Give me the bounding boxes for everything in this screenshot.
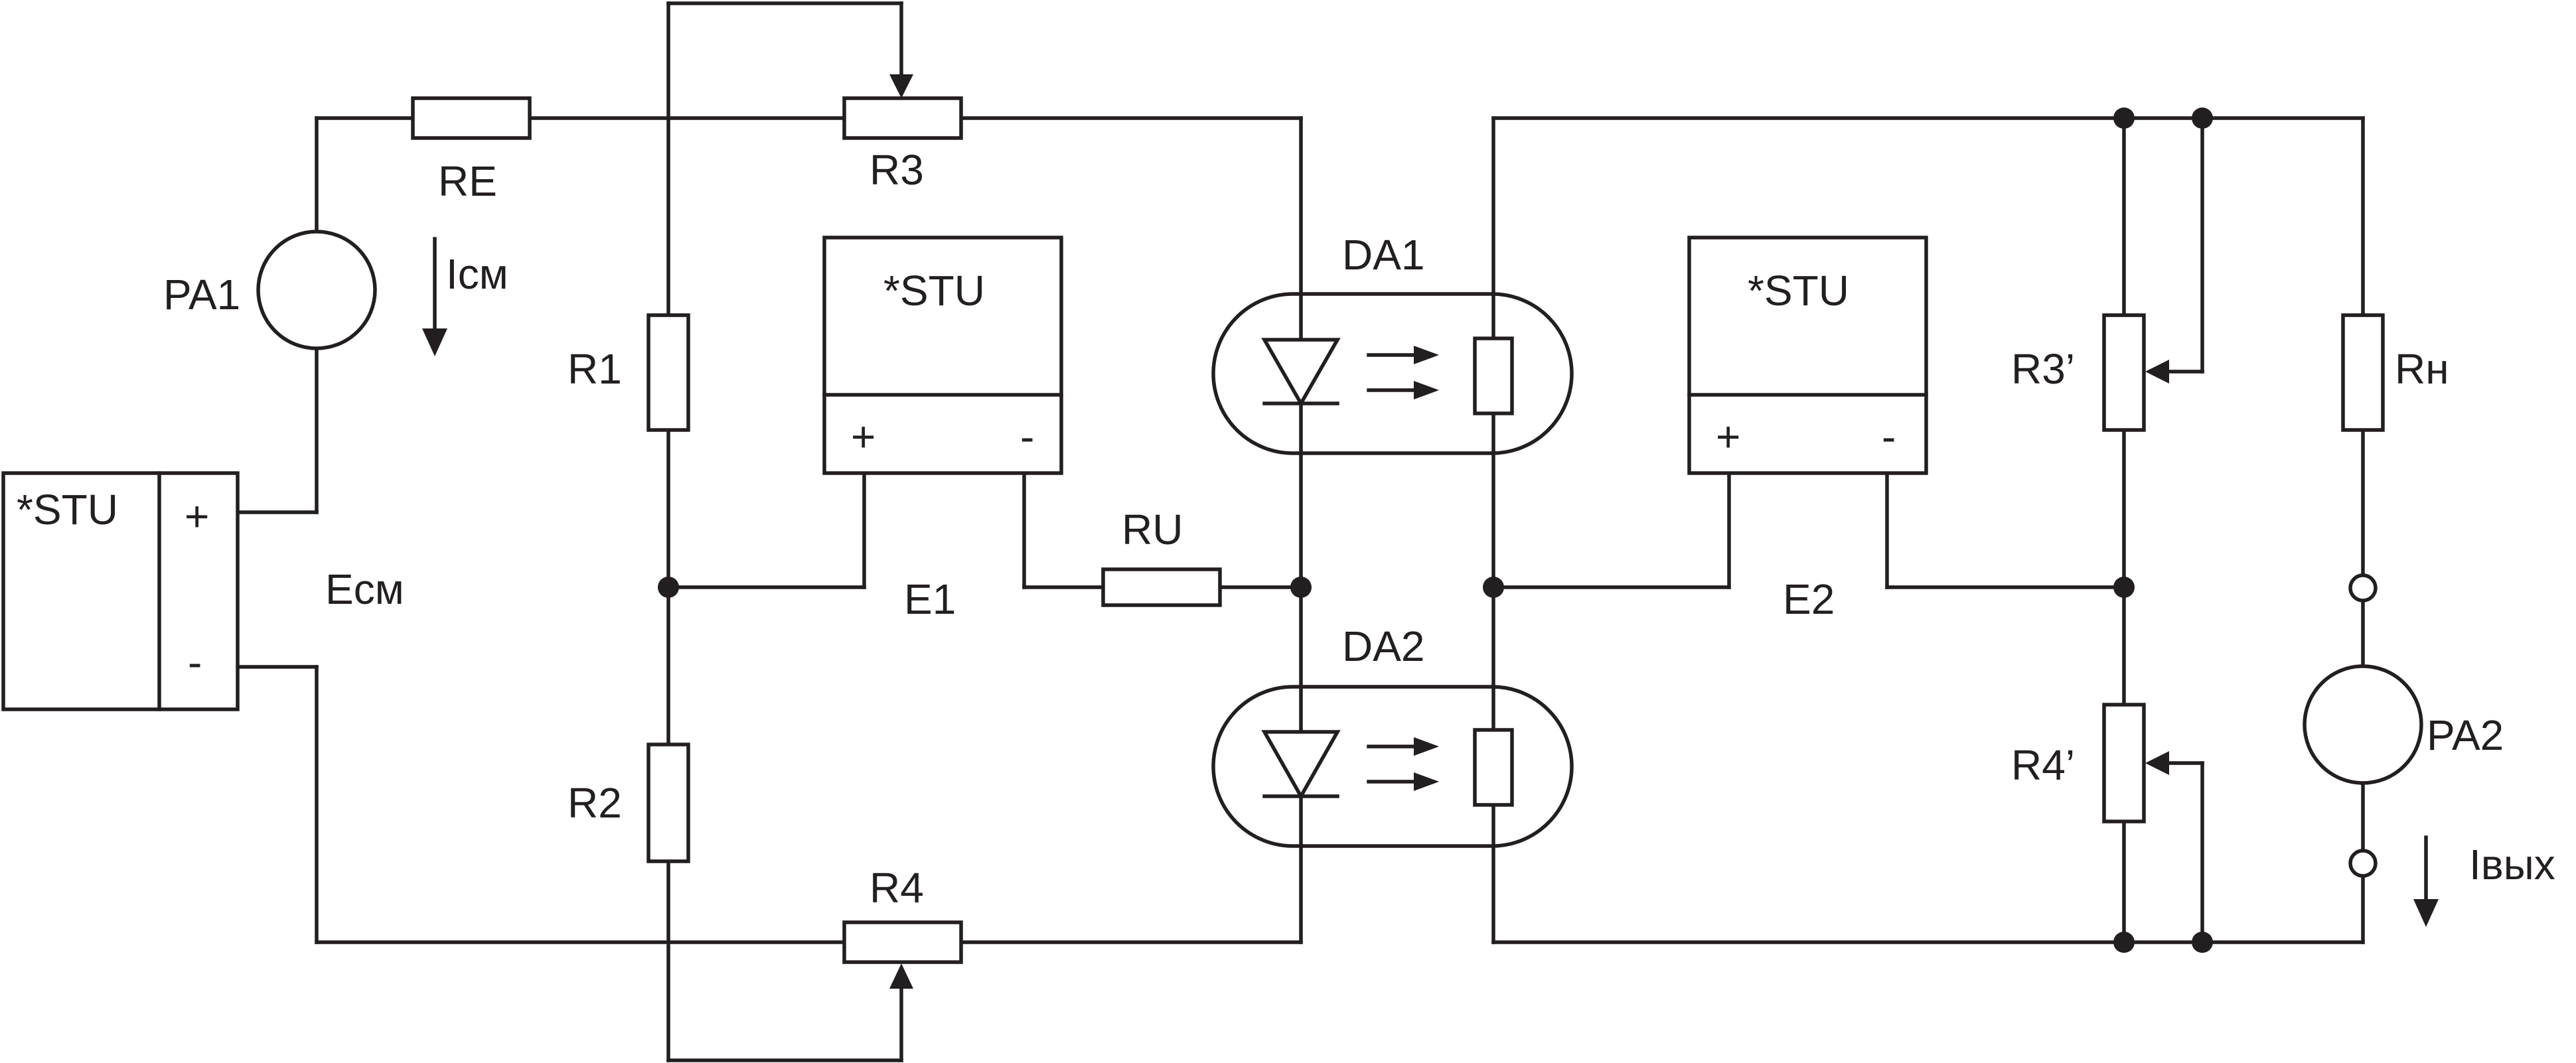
label-iout: Iвых [2469,841,2555,888]
stu2-plus-label: + [1716,413,1740,461]
ammeter-pa2 [2303,664,2423,785]
label-r1: R1 [568,345,622,393]
r3-prime-wiper-arrow-icon [2145,360,2169,384]
resistor-re [411,96,532,140]
source-minus-label: - [188,638,202,686]
r3-wiper-arrow-icon [889,74,913,98]
optocoupler-da2 [1211,685,1574,848]
resistor-r4-prime [2102,703,2146,823]
da2-led-icon [1261,730,1341,800]
resistor-ru [1101,567,1222,607]
label-r3-prime: R3’ [2011,345,2075,393]
stu-source-block [1,471,240,711]
stu1-plus-label: + [851,413,875,461]
da1-light-arrows-icon [1367,346,1439,399]
r4-prime-wiper-arrow-icon [2145,751,2169,775]
pa2-terminal-top [2348,573,2378,602]
r4-wiper-arrow-icon [889,963,913,989]
stu1-minus-label: - [1020,413,1034,461]
label-r4-prime: R4’ [2011,741,2075,789]
iout-arrow-icon [2413,835,2439,927]
label-e1: E1 [904,575,956,623]
label-icm: Iсм [446,250,508,298]
icm-arrow-icon [422,237,447,356]
resistor-r3-prime [2102,313,2146,432]
pa2-terminal-bottom [2348,849,2378,878]
resistor-r2 [646,743,690,863]
label-rn: Rн [2395,345,2449,393]
da1-photoresistor [1473,336,1514,415]
stu2-label: *STU [1748,267,1849,315]
label-r4: R4 [870,864,924,912]
da1-led-icon [1261,338,1341,407]
resistor-r1 [646,313,690,432]
stu1-label: *STU [883,267,985,315]
label-da1: DA1 [1342,231,1425,279]
label-r3: R3 [870,146,924,194]
label-da2: DA2 [1342,622,1425,670]
resistor-rn [2341,313,2385,432]
label-e2: E2 [1783,575,1835,623]
resistor-r4 [842,920,963,964]
da2-photoresistor [1473,728,1514,807]
label-pa1: PA1 [163,271,240,319]
label-re: RE [438,157,497,205]
label-ecm: Eсм [325,565,404,613]
stu2-minus-label: - [1882,413,1896,461]
optocoupler-da1 [1211,292,1574,455]
ammeter-pa1 [256,230,377,350]
label-ru: RU [1122,506,1183,553]
junction-dots [658,107,2213,953]
stu-meter-2 [1687,236,1928,475]
label-pa2: PA2 [2427,711,2504,759]
resistor-r3 [842,96,963,140]
source-stu-label: *STU [17,486,118,533]
da2-light-arrows-icon [1367,737,1439,791]
right-wires [1491,116,2365,944]
stu-meter-1 [822,236,1063,475]
label-r2: R2 [568,779,622,827]
source-plus-label: + [185,492,209,540]
